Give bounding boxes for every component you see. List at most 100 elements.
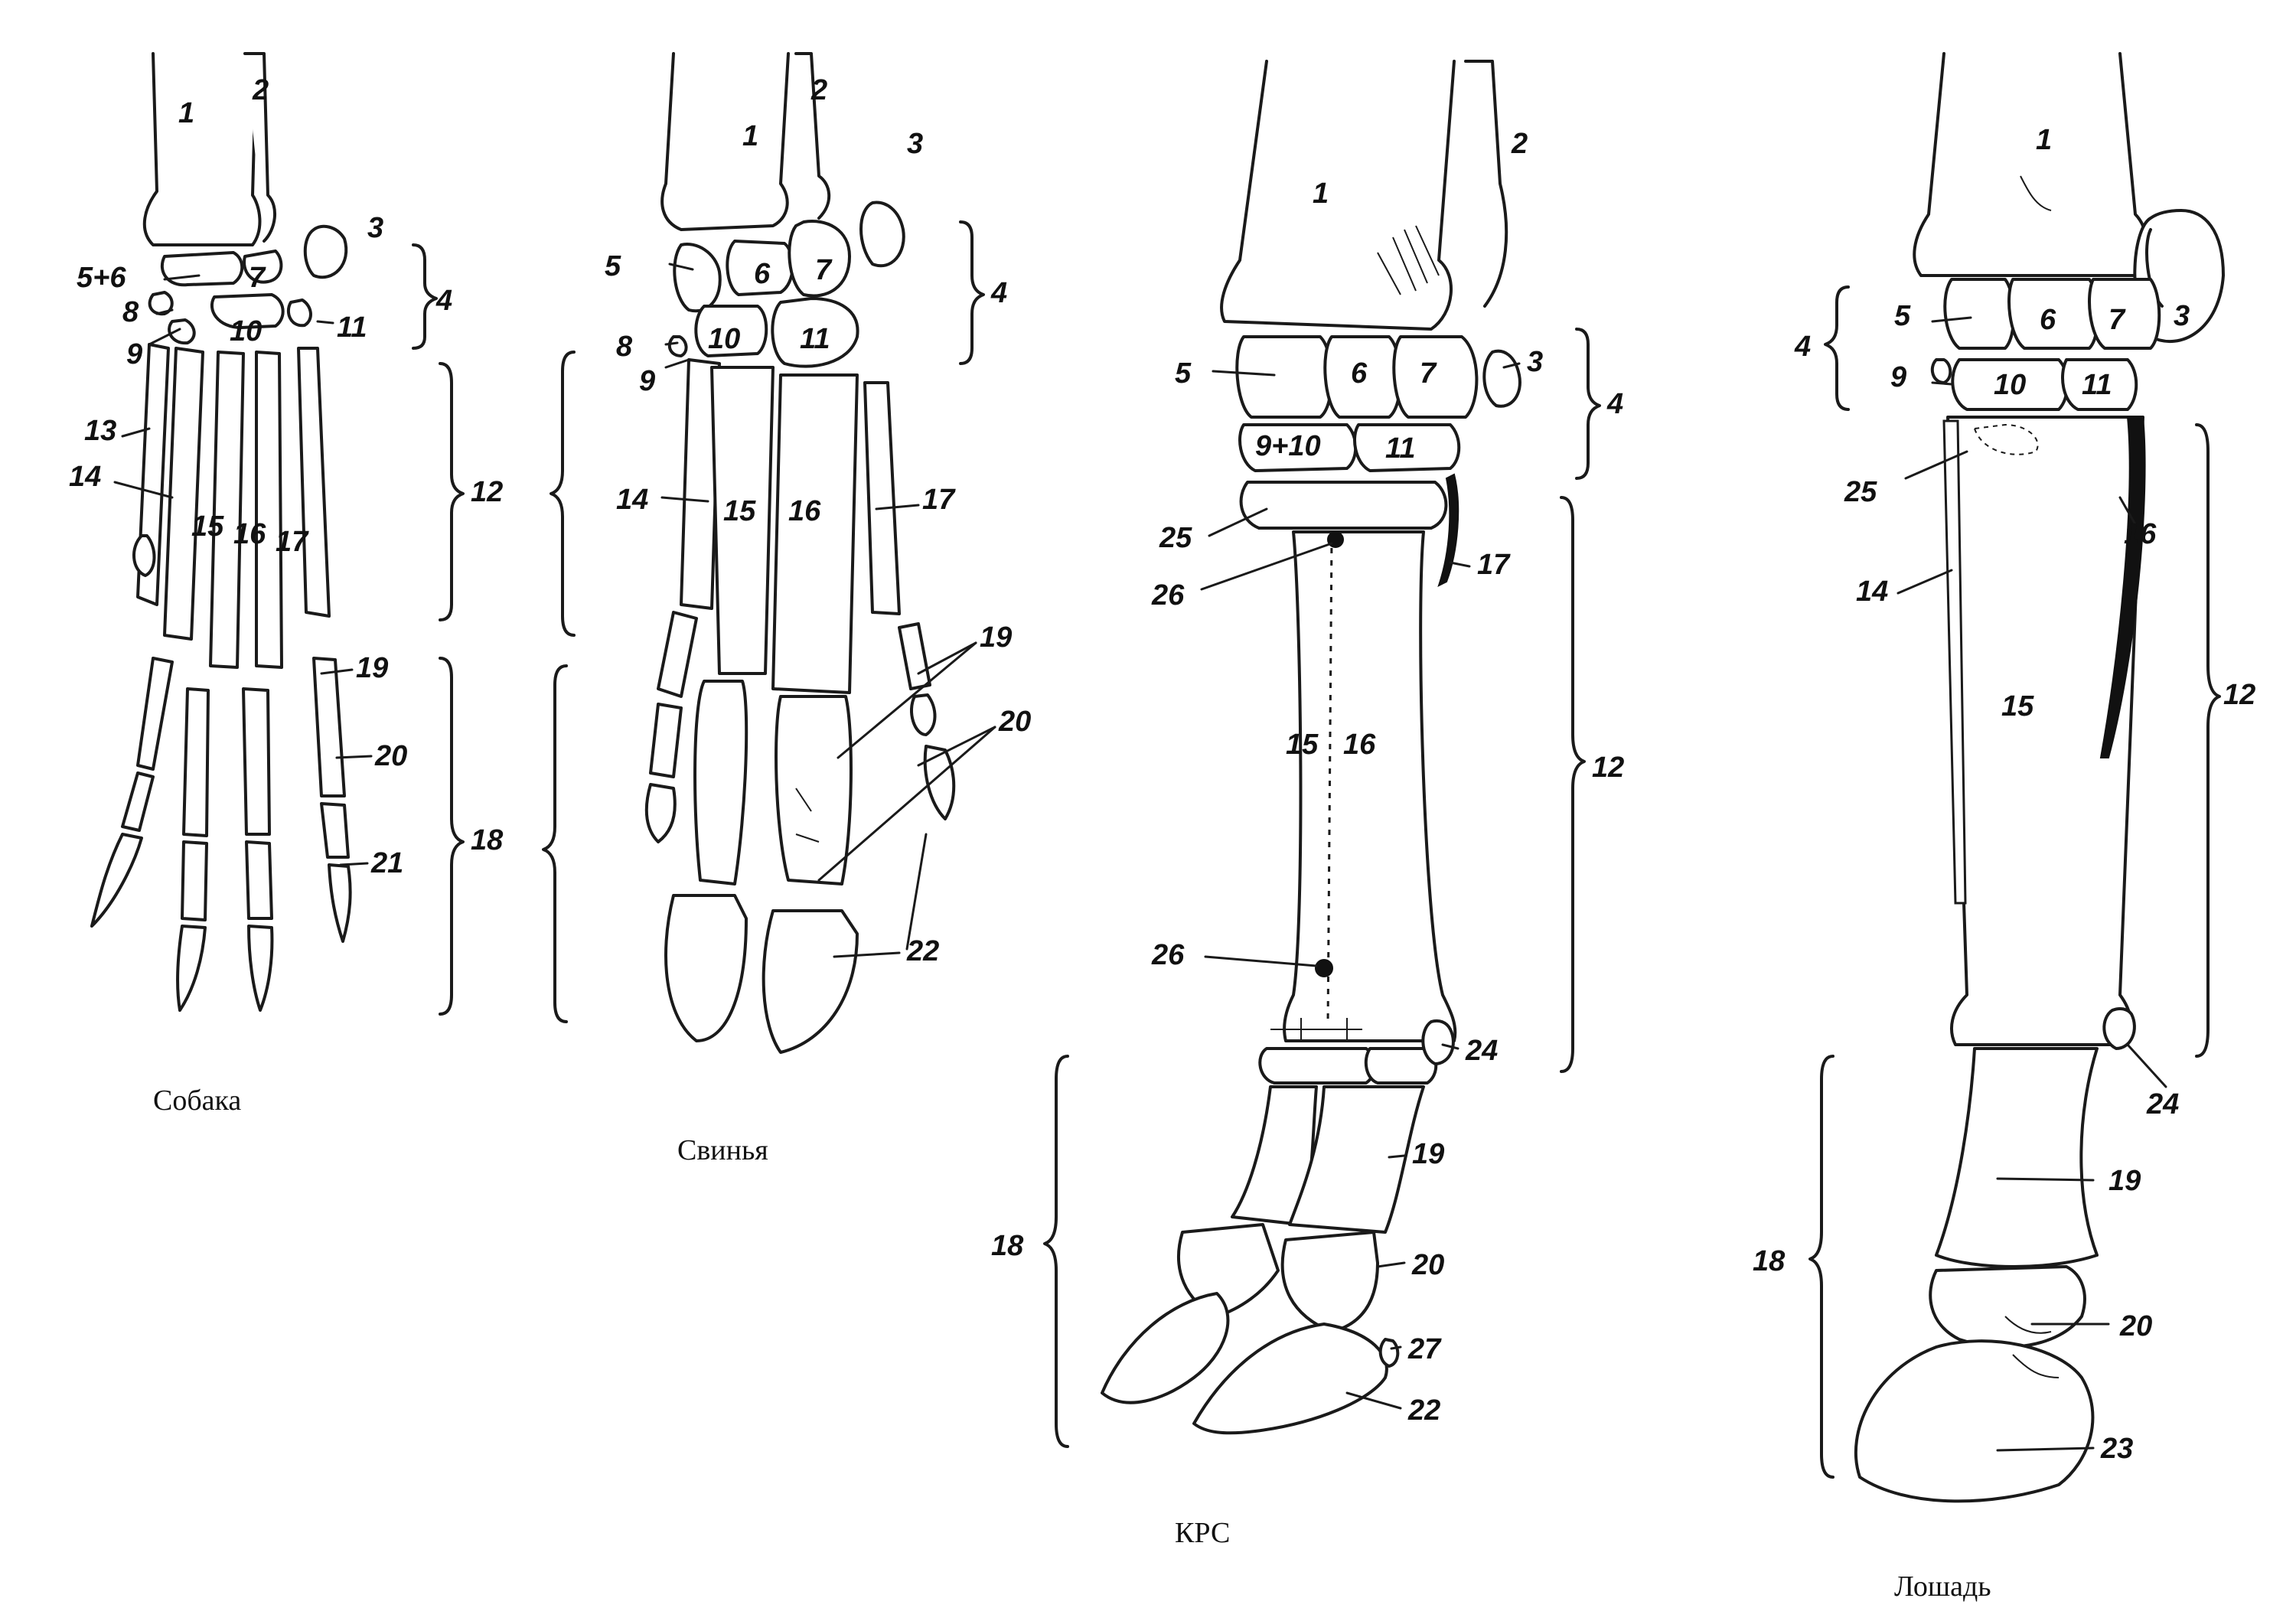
pig-braces [959, 220, 985, 365]
pig-label-19: 19 [980, 621, 1012, 654]
cattle-label-2: 2 [1511, 128, 1528, 160]
dog-label-10: 10 [230, 315, 262, 347]
pig-label-6: 6 [754, 258, 771, 290]
horse-labels: 1 3 4 5 6 7 9 10 11 25 16 14 15 12 24 19… [1753, 124, 2255, 1603]
dog-labels: 1 2 3 4 5+6 7 8 9 10 11 12 13 14 15 16 1… [69, 74, 504, 1117]
cattle-label-17: 17 [1477, 549, 1511, 581]
dog-label-11: 11 [337, 311, 367, 344]
horse-label-18: 18 [1753, 1245, 1786, 1277]
cattle-caption: КРС [1175, 1517, 1230, 1549]
cattle-label-7: 7 [1420, 357, 1437, 390]
horse-braces [1808, 285, 2221, 1479]
horse-label-11: 11 [2082, 369, 2112, 401]
panel-cattle: 1 2 3 4 5 6 7 9+10 11 25 26 17 15 16 12 … [991, 60, 1624, 1549]
pig-label-17: 17 [922, 484, 956, 516]
cattle-label-24: 24 [1465, 1035, 1498, 1067]
cattle-label-26-bottom: 26 [1151, 939, 1185, 971]
cattle-label-6: 6 [1351, 357, 1368, 390]
horse-label-20: 20 [2119, 1310, 2152, 1342]
dog-label-14: 14 [69, 461, 101, 493]
horse-label-19: 19 [2108, 1165, 2141, 1197]
cattle-label-12: 12 [1592, 752, 1624, 784]
dog-label-7: 7 [249, 262, 266, 294]
cattle-label-16: 16 [1343, 729, 1376, 761]
pig-label-15: 15 [723, 495, 756, 527]
dog-label-8: 8 [122, 296, 139, 328]
dog-label-1: 1 [178, 97, 194, 129]
pig-label-20: 20 [998, 706, 1031, 738]
dog-label-2: 2 [252, 74, 269, 106]
dog-bones [90, 52, 352, 1012]
cattle-label-5: 5 [1175, 357, 1192, 390]
cattle-canal-bottom-dot [1315, 959, 1333, 977]
panel-horse: 1 3 4 5 6 7 9 10 11 25 16 14 15 12 24 19… [1753, 52, 2255, 1603]
horse-bones [1854, 52, 2225, 1503]
dog-label-9: 9 [126, 338, 142, 370]
pig-label-8: 8 [616, 331, 633, 363]
cattle-label-11: 11 [1385, 432, 1415, 465]
pig-label-2: 2 [810, 74, 827, 106]
cattle-label-18: 18 [991, 1230, 1024, 1262]
dog-label-12: 12 [471, 476, 503, 508]
dog-label-15: 15 [191, 510, 224, 543]
horse-label-15: 15 [2001, 690, 2034, 722]
cattle-label-20: 20 [1411, 1249, 1444, 1281]
horse-label-5: 5 [1894, 300, 1911, 332]
horse-label-9: 9 [1890, 361, 1906, 393]
horse-label-10: 10 [1994, 369, 2026, 401]
pig-label-4: 4 [990, 277, 1007, 309]
dog-label-5-6: 5+6 [77, 262, 126, 294]
horse-caption: Лошадь [1894, 1570, 1991, 1603]
pig-label-16: 16 [788, 495, 821, 527]
cattle-label-15: 15 [1286, 729, 1319, 761]
horse-label-23: 23 [2100, 1433, 2133, 1465]
cattle-label-1: 1 [1313, 178, 1329, 210]
dog-leader-lines [113, 274, 373, 866]
cattle-bones [1101, 60, 1521, 1435]
cattle-label-9-10: 9+10 [1255, 430, 1321, 462]
dog-label-16: 16 [233, 518, 266, 550]
horse-label-3: 3 [2174, 300, 2190, 332]
pig-label-22: 22 [906, 935, 939, 967]
cattle-braces [1043, 328, 1601, 1448]
pig-leader-lines [660, 263, 996, 958]
pig-label-9: 9 [639, 365, 655, 397]
pig-label-7: 7 [815, 254, 833, 286]
dog-label-13: 13 [84, 415, 116, 447]
horse-label-24: 24 [2146, 1088, 2179, 1120]
pig-labels: 1 2 3 4 5 6 7 8 9 10 11 14 15 16 17 19 2… [605, 74, 1031, 1166]
pig-bones [644, 52, 956, 1054]
cattle-label-19: 19 [1412, 1138, 1444, 1170]
pig-label-3: 3 [907, 128, 923, 160]
cattle-label-26-top: 26 [1151, 579, 1185, 612]
dog-caption: Собака [153, 1084, 241, 1117]
horse-label-25: 25 [1844, 476, 1877, 508]
cattle-labels: 1 2 3 4 5 6 7 9+10 11 25 26 17 15 16 12 … [991, 128, 1624, 1549]
horse-label-12: 12 [2223, 679, 2255, 711]
horse-leader-lines [1896, 316, 2167, 1452]
panel-dog: 1 2 3 4 5+6 7 8 9 10 11 12 13 14 15 16 1… [69, 52, 576, 1117]
cattle-label-4: 4 [1606, 388, 1623, 420]
dog-label-20: 20 [374, 740, 407, 772]
pig-caption: Свинья [677, 1134, 768, 1166]
horse-label-7: 7 [2108, 304, 2126, 336]
cattle-label-22: 22 [1407, 1394, 1440, 1427]
panel-pig: 1 2 3 4 5 6 7 8 9 10 11 14 15 16 17 19 2… [605, 52, 1031, 1166]
dog-label-17: 17 [276, 526, 309, 558]
cattle-label-3: 3 [1527, 346, 1543, 378]
horse-label-16: 16 [2124, 518, 2157, 550]
pig-label-14: 14 [616, 484, 648, 516]
dog-label-19: 19 [356, 652, 388, 684]
dog-label-18: 18 [471, 824, 504, 856]
pig-label-11: 11 [800, 323, 830, 355]
horse-label-4: 4 [1794, 331, 1811, 363]
horse-label-6: 6 [2040, 304, 2056, 336]
cattle-label-27: 27 [1407, 1333, 1442, 1365]
cattle-leader-lines [1200, 362, 1521, 1410]
cattle-label-25: 25 [1159, 522, 1192, 554]
dog-label-3: 3 [367, 212, 383, 244]
dog-label-21: 21 [370, 847, 403, 879]
pig-label-1: 1 [742, 120, 758, 152]
pig-label-10: 10 [708, 323, 740, 355]
